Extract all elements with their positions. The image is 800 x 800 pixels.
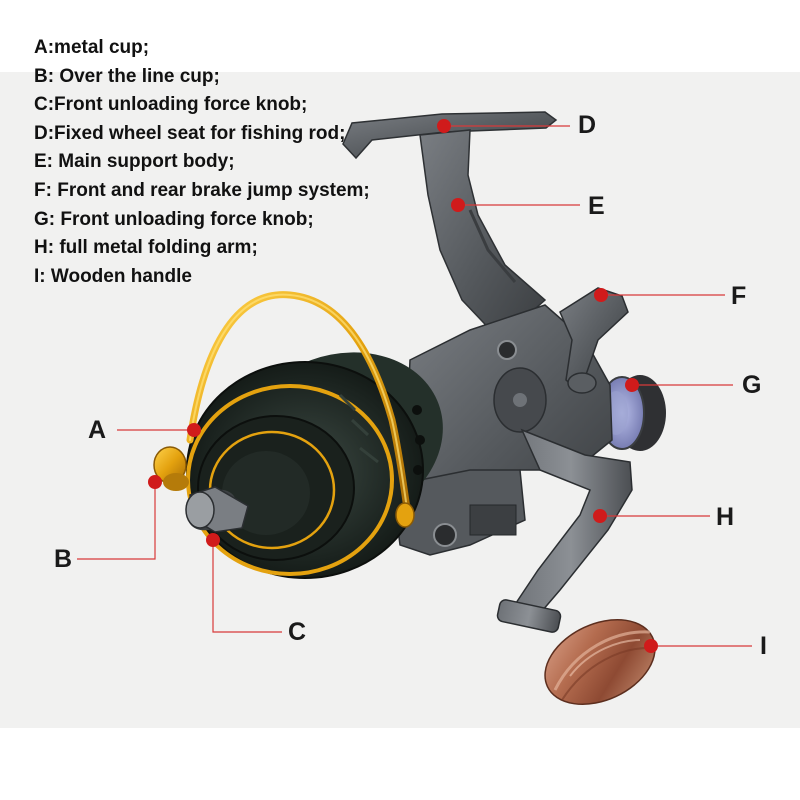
marker-dot-i xyxy=(644,639,658,653)
legend-item-f: F: Front and rear brake jump system; xyxy=(34,179,370,201)
marker-dot-c xyxy=(206,533,220,547)
legend-item-e: E: Main support body; xyxy=(34,151,235,173)
legend-item-d: D:Fixed wheel seat for fishing rod; xyxy=(34,122,346,144)
leader-lines xyxy=(77,125,752,647)
marker-dot-f xyxy=(594,288,608,302)
wooden-handle xyxy=(544,618,656,706)
front-drag-knob xyxy=(185,486,249,533)
legend-item-g: G: Front unloading force knob; xyxy=(34,208,314,230)
marker-dot-e xyxy=(451,198,465,212)
legend-item-b: B: Over the line cup; xyxy=(34,65,220,87)
rod-seat-foot xyxy=(342,111,558,160)
handle-shaft xyxy=(496,599,562,633)
leader-line-b xyxy=(77,482,156,560)
marker-dot-g xyxy=(625,378,639,392)
marker-dot-a xyxy=(187,423,201,437)
line-roller xyxy=(153,446,189,491)
legend-item-h: H: full metal folding arm; xyxy=(34,237,258,259)
callout-letter-c: C xyxy=(288,618,307,646)
marker-dot-d xyxy=(437,119,451,133)
callout-letter-i: I xyxy=(760,632,767,660)
callout-letter-g: G xyxy=(742,371,762,399)
leader-line-c xyxy=(212,540,282,633)
callout-letter-h: H xyxy=(716,503,735,531)
callout-letter-e: E xyxy=(588,192,605,220)
marker-dot-h xyxy=(593,509,607,523)
legend-item-i: I: Wooden handle xyxy=(34,265,192,287)
legend-item-c: C:Front unloading force knob; xyxy=(34,94,308,116)
marker-dot-b xyxy=(148,475,162,489)
callout-letter-d: D xyxy=(578,111,597,139)
legend-item-a: A:metal cup; xyxy=(34,37,150,58)
callout-letter-b: B xyxy=(54,545,73,573)
callout-letter-a: A xyxy=(88,416,107,444)
marker-dots xyxy=(148,119,658,653)
fishing-reel-illustration xyxy=(153,111,666,706)
callout-letter-f: F xyxy=(731,282,747,310)
part-legend: A:metal cup; B: Over the line cup; C:Fro… xyxy=(34,34,370,291)
